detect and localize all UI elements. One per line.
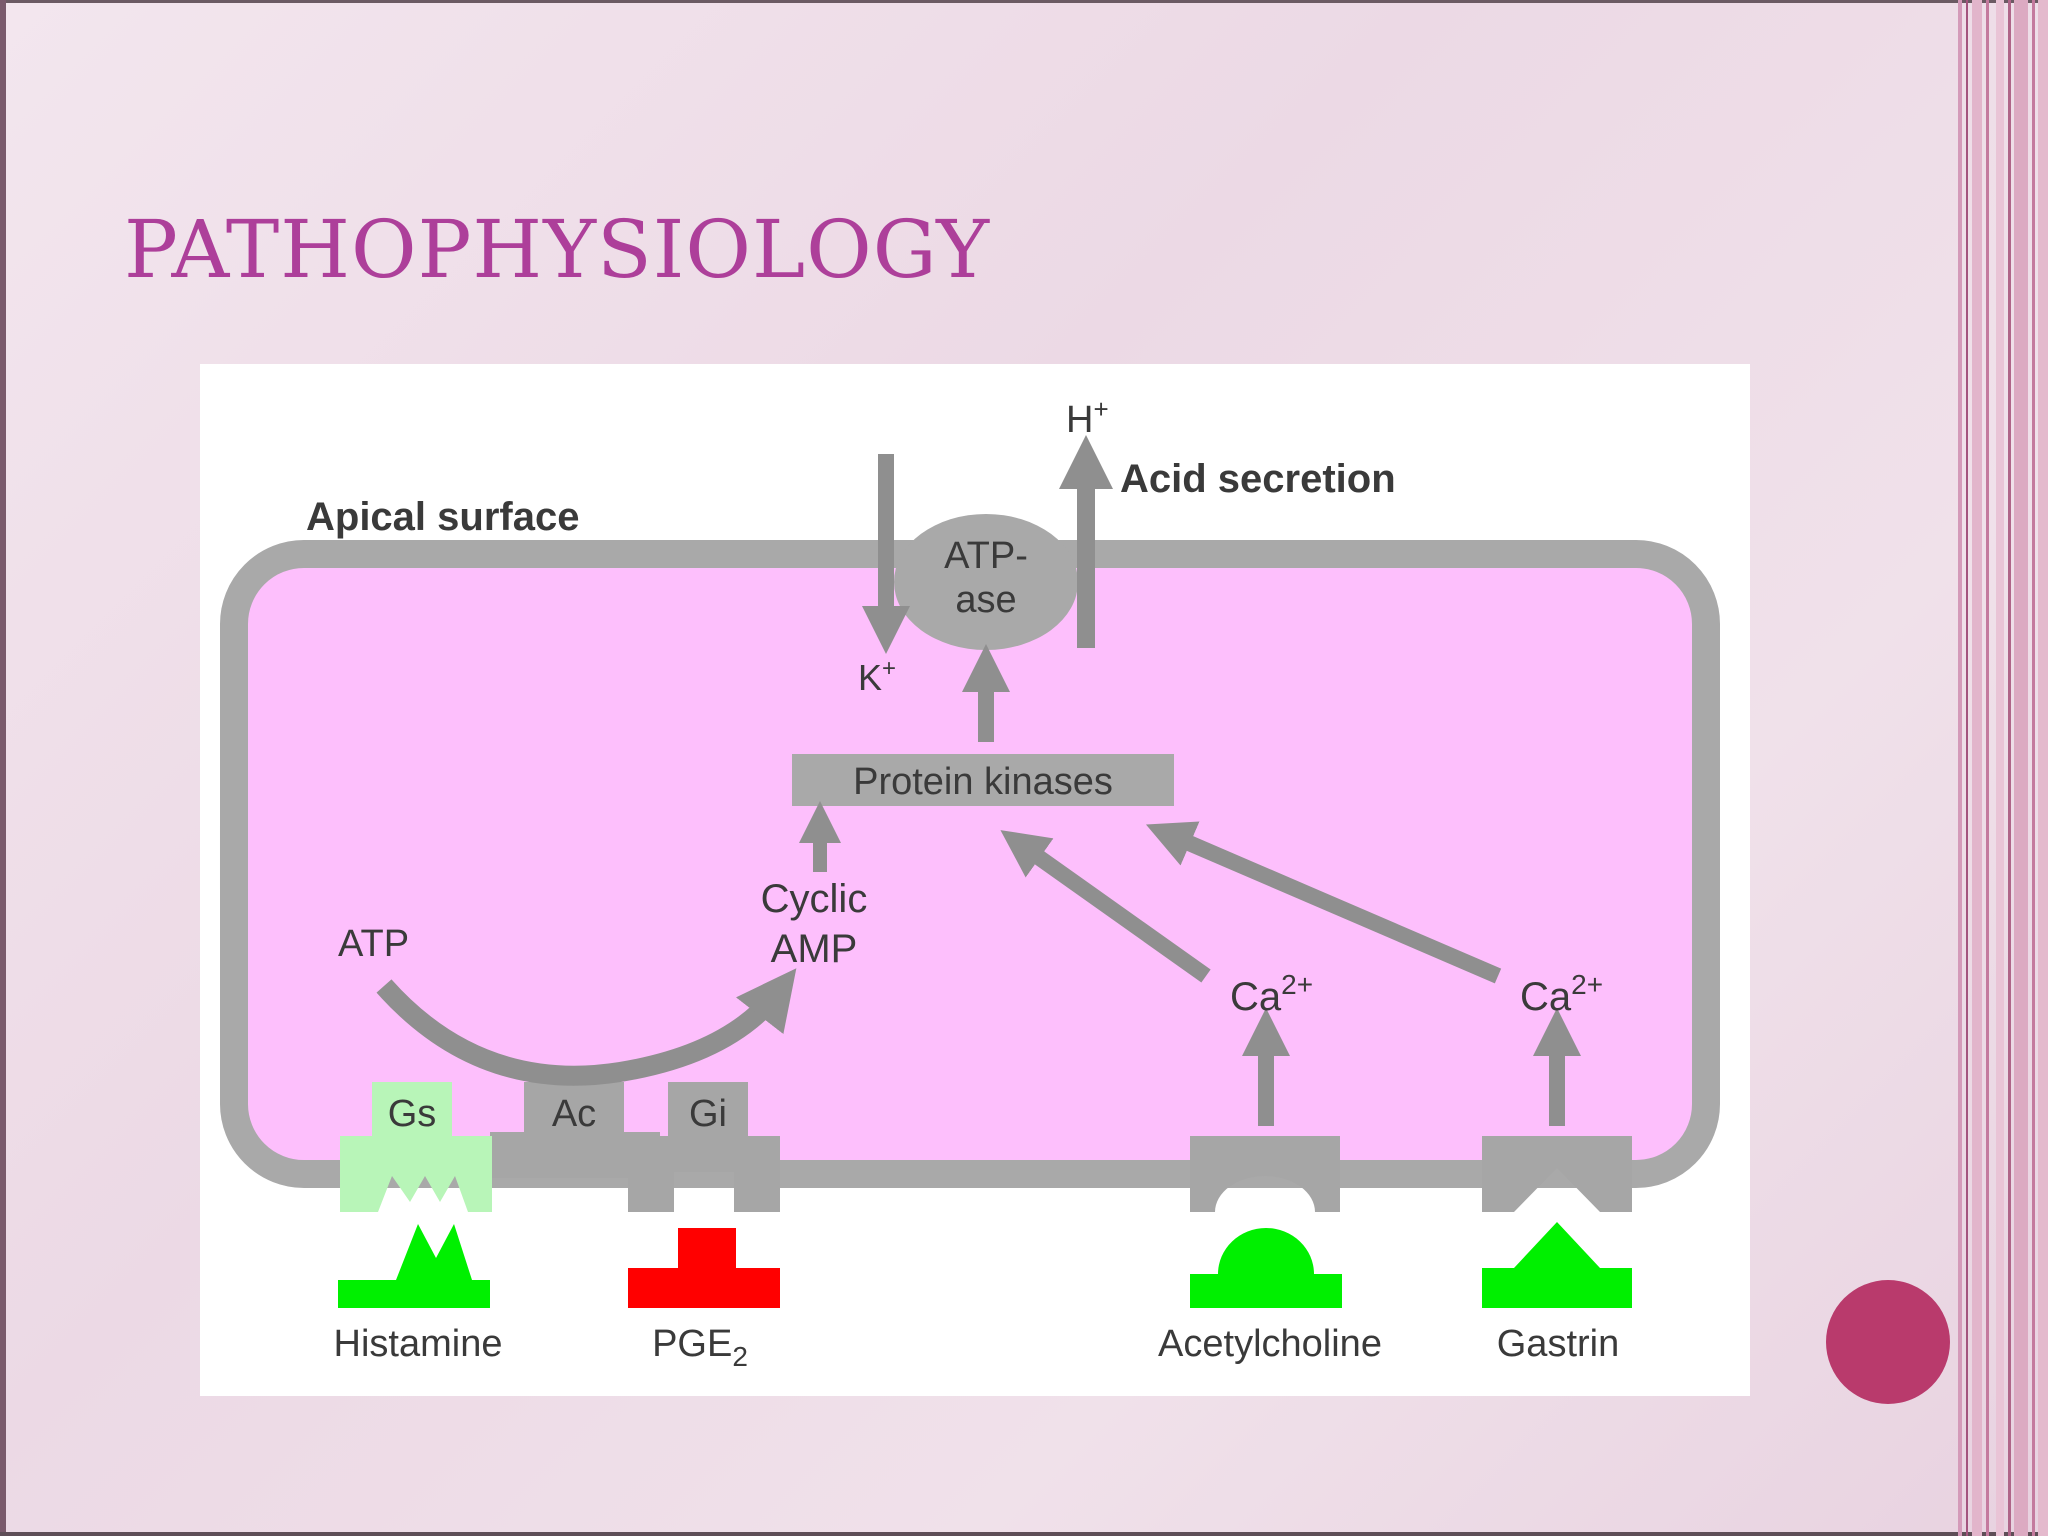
acid-secretion-label: Acid secretion xyxy=(1120,457,1396,501)
protein-kinases-label: Protein kinases xyxy=(853,761,1113,803)
gastrin-receptor xyxy=(1482,1136,1632,1212)
gi-label: Gi xyxy=(689,1093,727,1135)
ca-to-kinase-arrow-1 xyxy=(1000,830,1211,983)
protein-kinases-box xyxy=(792,754,1174,806)
slide-top-border xyxy=(0,0,2048,3)
decor-stripe xyxy=(1986,0,1989,1536)
ca-label-gastrin: Ca2+ xyxy=(1520,969,1603,1019)
decor-stripe xyxy=(1972,0,1982,1536)
decor-stripe xyxy=(1996,0,2004,1536)
cyclic-amp-label-line1: Cyclic xyxy=(761,877,868,921)
pge2-receptor xyxy=(628,1136,780,1212)
pge2-label: PGE2 xyxy=(652,1323,748,1372)
k-ion-label: K+ xyxy=(858,655,896,698)
decorative-circle xyxy=(1826,1280,1950,1404)
ca-label-acetylcholine: Ca2+ xyxy=(1230,969,1313,1019)
atpase-pump xyxy=(894,514,1078,650)
decor-stripe xyxy=(2014,0,2028,1536)
acetylcholine-ligand xyxy=(1190,1228,1342,1308)
cyclic-amp-label-line2: AMP xyxy=(771,927,858,971)
h-ion-label: H+ xyxy=(1066,394,1109,441)
atp-to-camp-arrow xyxy=(376,968,797,1086)
slide-title: PATHOPHYSIOLOGY xyxy=(124,203,991,296)
histamine-ligand xyxy=(338,1224,490,1308)
gs-label: Gs xyxy=(388,1093,437,1135)
atpase-label-line2: ase xyxy=(955,579,1016,621)
atp-label: ATP xyxy=(338,923,409,965)
acetylcholine-receptor xyxy=(1190,1136,1340,1212)
slide-bottom-border xyxy=(0,1532,2048,1536)
pge2-ligand xyxy=(628,1228,780,1308)
gastrin-ligand xyxy=(1482,1222,1632,1308)
parietal-cell-diagram: Apical surface Acid secretion H+ K+ ATP-… xyxy=(200,364,1750,1396)
histamine-receptor xyxy=(340,1136,492,1212)
gs-protein xyxy=(372,1082,452,1142)
ac-label: Ac xyxy=(552,1093,596,1135)
apical-surface-label: Apical surface xyxy=(306,495,579,539)
slide-left-border xyxy=(0,0,6,1536)
decor-stripe xyxy=(1966,0,1968,1536)
histamine-label: Histamine xyxy=(334,1323,503,1365)
acetylcholine-label: Acetylcholine xyxy=(1158,1323,1382,1365)
decor-stripe xyxy=(2008,0,2011,1536)
ca-to-kinase-arrow-2 xyxy=(1145,821,1502,984)
gi-protein xyxy=(668,1082,748,1142)
decor-stripe xyxy=(2032,0,2035,1536)
gastrin-label: Gastrin xyxy=(1497,1323,1619,1365)
atpase-label-line1: ATP- xyxy=(944,535,1028,577)
decor-stripe xyxy=(2038,0,2048,1536)
decor-stripe xyxy=(1958,0,1962,1536)
